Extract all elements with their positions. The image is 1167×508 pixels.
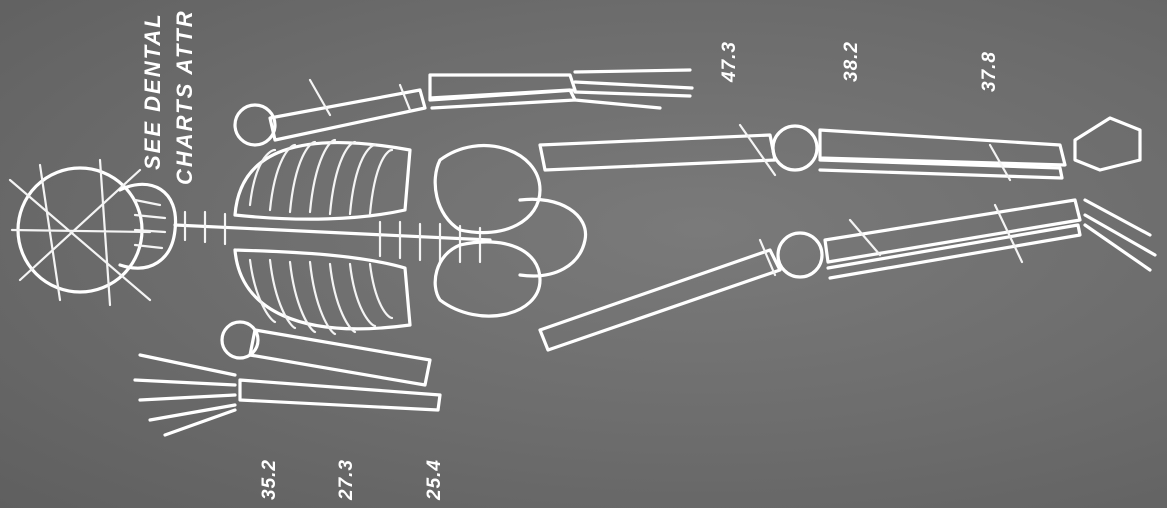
measurement-right-2: 38.2: [841, 41, 862, 82]
measurement-right-3: 37.8: [979, 51, 1000, 92]
measurement-left-3: 25.4: [424, 459, 445, 501]
ribcage-upper: [235, 140, 410, 219]
ribcage-lower: [235, 250, 410, 334]
note-line-1: SEE DENTAL: [140, 12, 165, 170]
leg-right: [540, 118, 1140, 180]
measurement-left-2: 27.3: [336, 459, 357, 501]
arm-left: [135, 322, 440, 435]
skull: [10, 160, 176, 305]
note-line-2: CHARTS ATTR: [172, 9, 197, 185]
measurement-right-1: 47.3: [719, 41, 740, 83]
measurement-left-1: 35.2: [259, 459, 280, 500]
pelvis: [435, 146, 585, 317]
leg-left: [540, 200, 1155, 350]
arm-right: [235, 70, 692, 145]
